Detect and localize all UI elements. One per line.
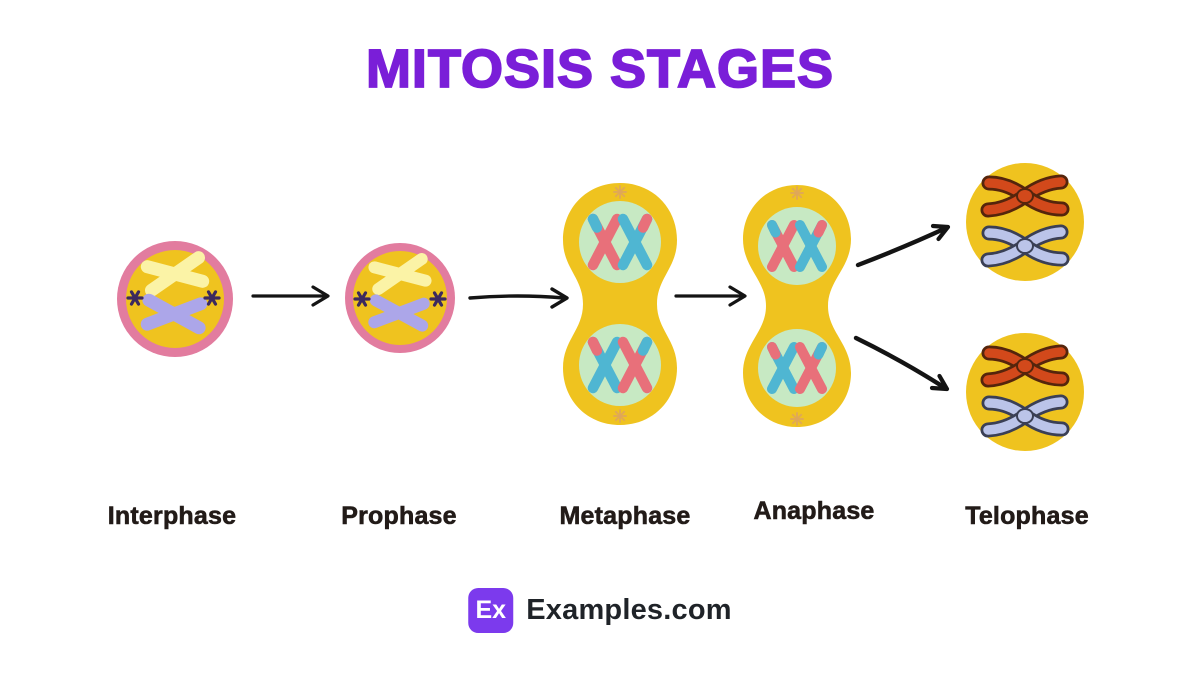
- page-title: MITOSIS STAGES: [365, 38, 835, 100]
- brand-logo: Ex Examples.com: [468, 588, 732, 633]
- label-interphase: Interphase: [107, 502, 237, 531]
- metaphase-cell-illustration: [563, 183, 677, 425]
- chromosome-salmon-icon: [767, 220, 799, 272]
- chromosome-yellow-icon: [368, 252, 432, 296]
- chromosome-lavender-icon: [140, 293, 208, 335]
- chromosome-periwinkle-icon: [980, 224, 1070, 268]
- arrow-anaphase-to-telophase-top-icon: [855, 223, 951, 268]
- label-metaphase: Metaphase: [559, 502, 691, 531]
- chromosome-orange-icon: [980, 344, 1070, 388]
- chromosome-teal-icon: [587, 336, 623, 394]
- chromosome-yellow-icon: [140, 251, 210, 297]
- centrosome-left-icon: [126, 290, 144, 306]
- arrow-interphase-to-prophase-icon: [251, 285, 330, 307]
- spindle-pole-bottom-icon: [790, 412, 804, 426]
- spindle-pole-top-icon: [790, 186, 804, 200]
- label-telophase: Telophase: [965, 502, 1089, 531]
- chromosome-salmon-icon: [587, 213, 623, 271]
- spindle-pole-top-icon: [613, 185, 627, 199]
- chromosome-teal-icon: [767, 342, 799, 394]
- anaphase-cell-illustration: [743, 185, 851, 427]
- centrosome-right-icon: [203, 290, 221, 306]
- spindle-pole-bottom-icon: [613, 409, 627, 423]
- arrow-metaphase-to-anaphase-icon: [674, 285, 747, 307]
- chromosome-salmon-icon: [795, 342, 827, 394]
- arrow-prophase-to-metaphase-icon: [468, 287, 569, 309]
- telophase-cell-top-illustration: [966, 163, 1084, 281]
- arrow-anaphase-to-telophase-bottom-icon: [853, 335, 950, 392]
- centrosome-left-icon: [353, 291, 371, 307]
- chromosome-salmon-icon: [617, 336, 653, 394]
- label-anaphase: Anaphase: [753, 497, 875, 526]
- interphase-cell-illustration: [117, 241, 233, 357]
- chromosome-lavender-icon: [368, 294, 430, 332]
- logo-badge-icon: Ex: [468, 588, 514, 633]
- chromosome-periwinkle-icon: [980, 394, 1070, 438]
- label-prophase: Prophase: [341, 502, 457, 531]
- chromosome-orange-icon: [980, 174, 1070, 218]
- centrosome-right-icon: [429, 291, 447, 307]
- chromosome-teal-icon: [795, 220, 827, 272]
- logo-text: Examples.com: [526, 594, 732, 626]
- telophase-cell-bottom-illustration: [966, 333, 1084, 451]
- prophase-cell-illustration: [345, 243, 455, 353]
- chromosome-teal-icon: [617, 213, 653, 271]
